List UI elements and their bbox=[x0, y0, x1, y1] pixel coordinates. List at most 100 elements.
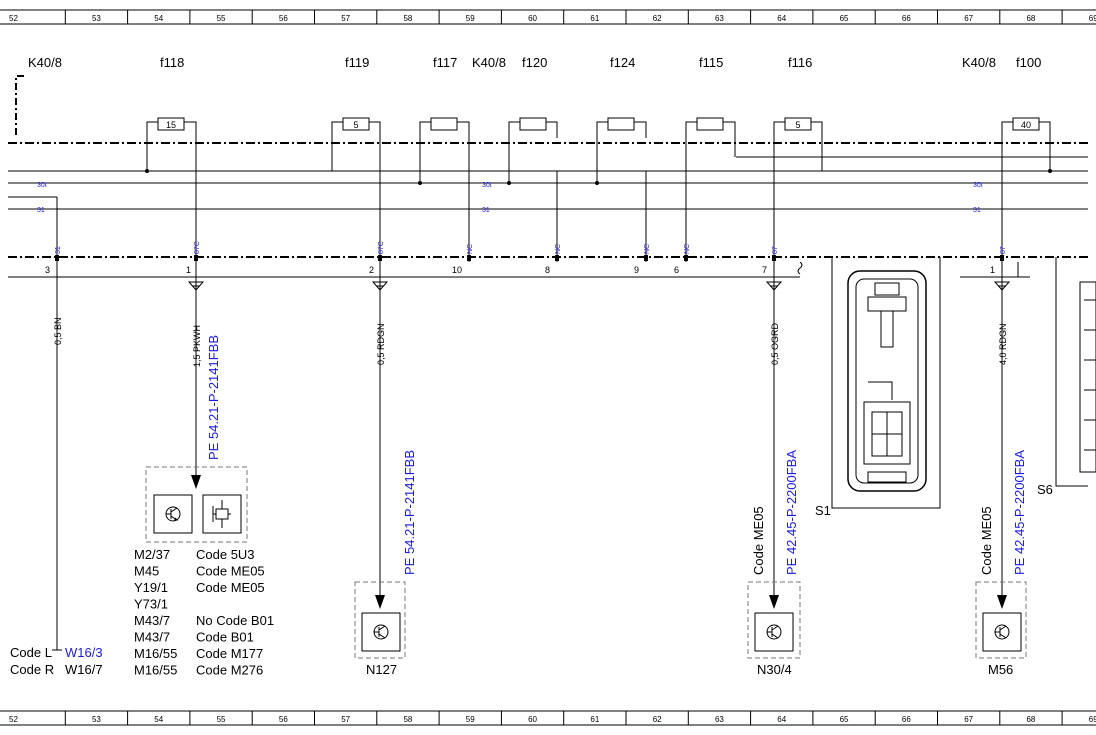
component-list-id: M16/55 bbox=[134, 646, 177, 661]
pin-code-nc-c: NC bbox=[644, 244, 651, 254]
pin-number: 3 bbox=[45, 265, 50, 275]
pe-reference-link[interactable]: PE 42.45-P-2200FBA bbox=[1012, 450, 1027, 575]
ruler-label: 52 bbox=[9, 715, 18, 724]
pin-number: 10 bbox=[452, 265, 462, 275]
wire-label-pkwh: 1,5 PKWH bbox=[192, 325, 202, 367]
fuse-rating-f100: 40 bbox=[1021, 120, 1031, 130]
component-list-code: Code M276 bbox=[196, 663, 263, 678]
ruler-label: 56 bbox=[279, 715, 288, 724]
component-list-code: Code B01 bbox=[196, 630, 254, 645]
ruler-label: 54 bbox=[154, 715, 163, 724]
pin-code-nc-a: NC bbox=[467, 244, 474, 254]
fuse-f120 bbox=[508, 117, 558, 138]
switch-s6[interactable] bbox=[1055, 257, 1096, 487]
relay-s1[interactable] bbox=[831, 257, 941, 509]
pe-reference-link[interactable]: PE 54.21-P-2141FBB bbox=[402, 450, 417, 575]
pin-code-87c-a: 87C bbox=[194, 241, 201, 254]
ground-code-r: Code R bbox=[10, 662, 54, 677]
module-boundary-left bbox=[15, 75, 24, 136]
component-n127[interactable] bbox=[354, 581, 406, 659]
bus-lines bbox=[8, 156, 1088, 278]
fuse-f115 bbox=[685, 117, 736, 138]
component-n30-4[interactable] bbox=[747, 581, 801, 659]
fuse-f117 bbox=[419, 117, 470, 138]
fuse-f119: 5 bbox=[331, 117, 381, 138]
component-list-code: Code 5U3 bbox=[196, 547, 255, 562]
ruler-label: 58 bbox=[403, 715, 412, 724]
component-label-s1: S1 bbox=[815, 503, 831, 518]
pe-reference-link[interactable]: PE 54.21-P-2141FBB bbox=[206, 335, 221, 460]
ruler-label: 53 bbox=[92, 14, 101, 23]
fuse-label-f116: f116 bbox=[788, 55, 812, 70]
pin-number: 7 bbox=[762, 265, 767, 275]
fuse-f124 bbox=[596, 117, 647, 138]
ruler-label: 52 bbox=[9, 14, 18, 23]
ruler-label: 59 bbox=[466, 14, 475, 23]
ruler-label: 65 bbox=[840, 715, 849, 724]
component-m56[interactable] bbox=[975, 581, 1027, 659]
pin-code-87-a: 87 bbox=[772, 246, 779, 254]
pin-number: 6 bbox=[674, 265, 679, 275]
module-label-k40-mid: K40/8 bbox=[472, 55, 506, 70]
ruler-label: 55 bbox=[217, 715, 226, 724]
ground-ref-link[interactable]: W16/3 bbox=[65, 645, 103, 660]
ruler-label: 68 bbox=[1026, 14, 1035, 23]
bus-label-31-a: 31 bbox=[37, 207, 45, 214]
fuse-label-f124: f124 bbox=[610, 55, 635, 70]
fuse-rating-f119: 5 bbox=[353, 120, 358, 130]
wire-label-rdgn-4: 4,0 RDGN bbox=[998, 323, 1008, 365]
code-label-me05: Code ME05 bbox=[751, 506, 766, 575]
pin-code-87c-b: 87C bbox=[378, 241, 385, 254]
ruler-label: 65 bbox=[840, 14, 849, 23]
ruler-label: 69 bbox=[1089, 715, 1096, 724]
component-list-id: M43/7 bbox=[134, 613, 170, 628]
ruler-label: 58 bbox=[403, 14, 412, 23]
ruler-label: 62 bbox=[653, 715, 662, 724]
fuse-f118: 15 bbox=[146, 117, 197, 138]
ground-code-l: Code L bbox=[10, 645, 52, 660]
fuse-f116: 5 bbox=[773, 117, 823, 138]
connector-pins bbox=[55, 255, 1004, 261]
ruler-label: 61 bbox=[590, 14, 599, 23]
fuse-label-f118: f118 bbox=[160, 55, 184, 70]
ruler-label: 61 bbox=[590, 715, 599, 724]
wire-label-bn: 0,5 BN bbox=[53, 317, 63, 345]
transistor-icon bbox=[373, 624, 389, 640]
fuse-label-f120: f120 bbox=[522, 55, 547, 70]
pin-number: 8 bbox=[545, 265, 550, 275]
ruler-label: 66 bbox=[902, 715, 911, 724]
ruler-label: 67 bbox=[964, 14, 973, 23]
fuse-label-f115: f115 bbox=[699, 55, 723, 70]
ruler-label: 64 bbox=[777, 14, 786, 23]
transistor-icon bbox=[766, 624, 782, 640]
ruler-label: 67 bbox=[964, 715, 973, 724]
ruler-label: 64 bbox=[777, 715, 786, 724]
ruler-label: 69 bbox=[1089, 14, 1096, 23]
bus-label-30t-a: 30t bbox=[37, 182, 47, 189]
junction-dots bbox=[145, 169, 1052, 185]
fuse-rating-f118: 15 bbox=[166, 120, 176, 130]
fuse-label-f100: f100 bbox=[1016, 55, 1041, 70]
pin-code-31: 31 bbox=[55, 246, 62, 254]
ruler-label: 63 bbox=[715, 715, 724, 724]
pin-number: 1 bbox=[990, 265, 995, 275]
fuse-label-f119: f119 bbox=[345, 55, 369, 70]
pin-code-nc-d: NC bbox=[684, 244, 691, 254]
component-group-actuators[interactable] bbox=[145, 466, 248, 543]
ruler-label: 62 bbox=[653, 14, 662, 23]
ruler-label: 68 bbox=[1026, 715, 1035, 724]
ground-references: Code L W16/3 Code R W16/7 bbox=[10, 645, 103, 677]
pin-code-87-b: 87 bbox=[1000, 246, 1007, 254]
component-list-id: M16/55 bbox=[134, 663, 177, 678]
ruler-label: 66 bbox=[902, 14, 911, 23]
wire-label-ogrd: 0,5 OGRD bbox=[770, 322, 780, 365]
component-list-code: Code M177 bbox=[196, 646, 263, 661]
fuse-connections bbox=[8, 138, 1051, 650]
component-list-code: No Code B01 bbox=[196, 613, 274, 628]
pe-reference-link[interactable]: PE 42.45-P-2200FBA bbox=[784, 450, 799, 575]
component-list-id: Y73/1 bbox=[134, 597, 168, 612]
ruler-label: 54 bbox=[154, 14, 163, 23]
